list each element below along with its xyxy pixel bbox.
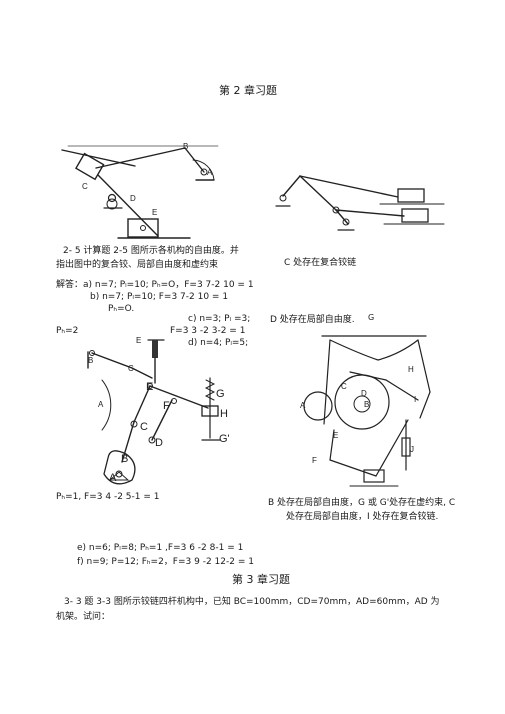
question-3-3-line-1: 3- 3 题 3-3 图所示铰链四杆机构中，已知 BC=100mm，CD=70m… (64, 597, 440, 607)
fig-c-label-b-top: B (88, 356, 93, 365)
fig-d-label-e: E (333, 431, 338, 440)
fig-d-label-d: D (361, 389, 367, 398)
fig-c-label-c: C (140, 421, 148, 433)
answer-f: f) n=9; P=12; Fₕ=2，F=3 9 -2 12-2 = 1 (77, 557, 254, 567)
answer-d-line-1: d) n=4; Pₗ=5; (188, 338, 249, 348)
fig-d-label-h: H (408, 365, 414, 374)
fig-d-label-f: F (312, 456, 317, 465)
fig-a-label-a: A (207, 168, 213, 177)
answer-b-line-1: b) n=7; Pₗ=10; F=3 7-2 10 = 1 (90, 292, 229, 302)
fig-c-label-e-top: E (136, 336, 141, 345)
question-3-3-line-2: 机架。试问： (56, 612, 111, 622)
fig-c-label-a-bottom: A (109, 472, 117, 484)
question-2-5-line-1: 2- 5 计算题 2-5 图所示各机构的自由度。并 (63, 246, 239, 256)
question-2-5-line-2: 指出图中的复合铰、局部自由度和虚约束 (56, 260, 219, 270)
fig-c-label-e: E (146, 381, 153, 393)
fig-c-label-a: A (98, 400, 104, 409)
fig-a-label-c: C (82, 182, 88, 191)
fig-c-label-h: H (220, 408, 228, 420)
answer-ph-2: Pₕ=2 (56, 326, 79, 336)
fig-c-label-g2: G' (219, 433, 230, 445)
figure-g-label: G (368, 313, 375, 322)
chapter-2-title: 第 2 章习题 (219, 84, 277, 97)
fig-c-label-g: G (216, 388, 225, 400)
fig-a-label-e: E (152, 208, 157, 217)
fig-c-label-c-top: C (128, 364, 134, 373)
answer-b-line-2: Pₕ=O. (108, 304, 135, 314)
fig-d-label-i: I (414, 395, 416, 404)
fig-d-label-j: J (410, 445, 414, 454)
fig-a-label-d: D (130, 194, 136, 203)
answer-c-line-1: c) n=3; Pₗ =3; (188, 314, 251, 324)
fig-c-label-b: B (121, 453, 128, 465)
note-d-line-2: 处存在局部自由度，I 处存在复合铰链. (286, 512, 439, 522)
fig-c-label-f: F (163, 400, 170, 412)
answer-d-line-2: Pₕ=1, F=3 4 -2 5-1 = 1 (56, 492, 160, 502)
answer-c-note: D 处存在局部自由度. (270, 315, 355, 325)
fig-c-label-d: D (155, 437, 163, 449)
fig-d-label-a: A (300, 401, 306, 410)
fig-d-label-b: B (364, 400, 369, 409)
chapter-3-title: 第 3 章习题 (232, 573, 290, 586)
note-d-line-1: B 处存在局部自由度，G 或 G'处存在虚约束, C (268, 498, 456, 508)
answer-c-line-2: F=3 3 -2 3-2 = 1 (170, 326, 246, 336)
fig-a-label-b: B (183, 142, 188, 151)
fig-d-label-c: C (341, 382, 347, 391)
caption-c-compound-hinge: C 处存在复合铰链 (284, 258, 357, 268)
answer-e: e) n=6; Pₗ=8; Pₕ=1 ,F=3 6 -2 8-1 = 1 (77, 543, 244, 553)
answer-a: 解答：a) n=7; Pₗ=10; Pₕ=O，F=3 7-2 10 = 1 (56, 280, 254, 290)
